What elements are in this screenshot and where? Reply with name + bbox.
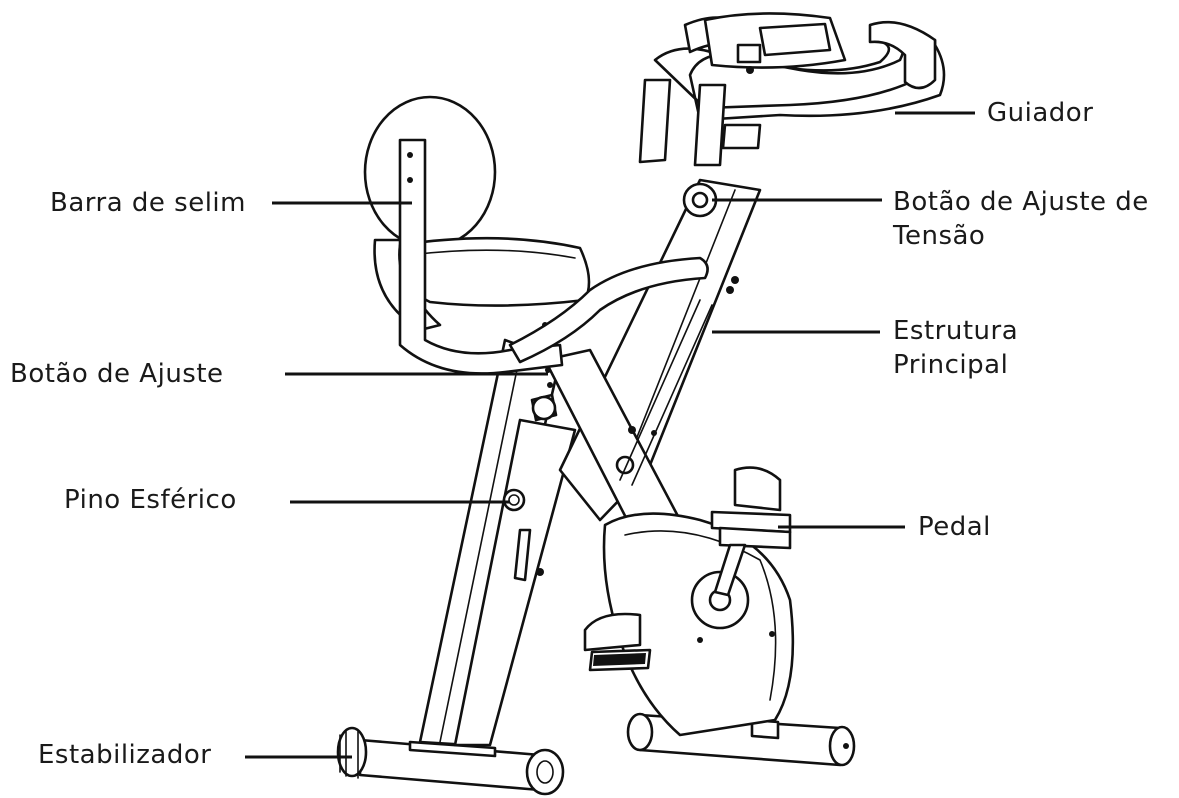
rear-leg-tube <box>418 338 577 747</box>
tension-knob <box>682 182 718 218</box>
label-guiador: Guiador <box>987 98 1094 128</box>
flywheel-housing <box>602 512 795 737</box>
label-estrutura-line1: Estrutura <box>893 316 1019 346</box>
ball-pin <box>502 488 532 582</box>
handlebar <box>638 16 946 167</box>
main-frame-tube <box>536 178 762 576</box>
adjust-knob <box>530 393 558 422</box>
pedal-right <box>710 466 792 597</box>
label-estabilizador: Estabilizador <box>38 740 212 770</box>
label-estrutura-line2: Principal <box>893 350 1009 380</box>
seat <box>398 236 591 307</box>
pedal-left <box>583 612 652 672</box>
label-pino-esferico: Pino Esférico <box>64 485 237 515</box>
console <box>703 12 847 150</box>
label-botao-tensao-line2: Tensão <box>893 221 986 251</box>
seat-handle <box>508 256 709 364</box>
label-pedal: Pedal <box>918 512 991 542</box>
label-barra-selim: Barra de selim <box>50 188 246 218</box>
leader-lines <box>245 111 975 759</box>
label-botao-tensao-line1: Botão de Ajuste de <box>893 187 1149 217</box>
label-botao-ajuste: Botão de Ajuste <box>10 359 224 389</box>
rear-stabilizer <box>336 726 565 796</box>
